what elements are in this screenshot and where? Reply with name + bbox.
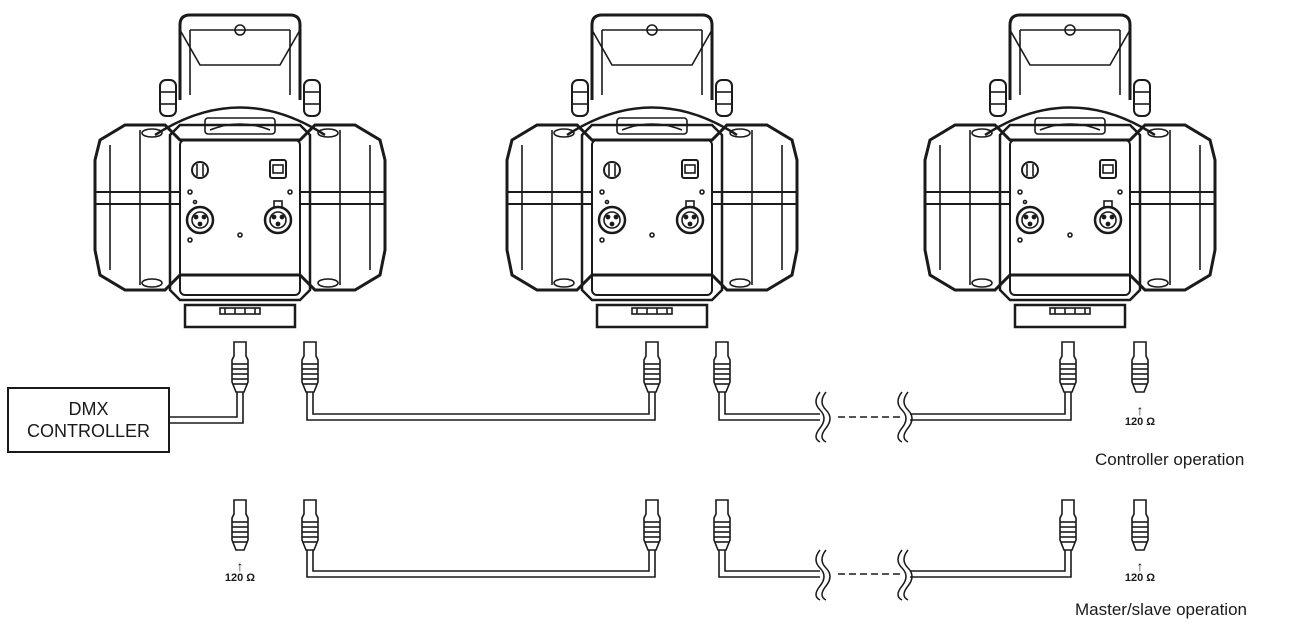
terminator-label-slave-right: ↑ 120 Ω — [1120, 558, 1160, 584]
dmx-controller-label-line1: DMX — [68, 399, 109, 419]
up-arrow-icon: ↑ — [1136, 402, 1144, 418]
xlr-connector — [231, 341, 249, 393]
xlr-connector — [1131, 499, 1149, 551]
xlr-connector — [643, 341, 661, 393]
terminator-value: 120 Ω — [224, 572, 256, 584]
cable-break — [815, 549, 831, 601]
xlr-connector — [1059, 341, 1077, 393]
terminator-value: 120 Ω — [1124, 572, 1156, 584]
dmx-cables-master-slave — [306, 550, 1072, 578]
up-arrow-icon: ↑ — [236, 558, 244, 574]
caption-controller-operation: Controller operation — [1095, 450, 1245, 469]
terminator-value: 120 Ω — [1124, 416, 1156, 428]
cable-break — [815, 391, 831, 443]
xlr-connector — [231, 499, 249, 551]
dmx-controller-label-line2: CONTROLLER — [26, 421, 151, 441]
terminator-label-controller: ↑ 120 Ω — [1120, 402, 1160, 428]
up-arrow-icon: ↑ — [1136, 558, 1144, 574]
fixture-3 — [923, 13, 1217, 329]
caption-master-slave-operation: Master/slave operation — [1075, 600, 1247, 619]
xlr-connector — [301, 341, 319, 393]
xlr-connector — [643, 499, 661, 551]
xlr-connector — [713, 499, 731, 551]
xlr-connector — [713, 341, 731, 393]
cable-break — [897, 549, 913, 601]
xlr-connector — [1059, 499, 1077, 551]
terminator-label-slave-left: ↑ 120 Ω — [220, 558, 260, 584]
fixture-2 — [505, 13, 799, 329]
xlr-connector — [1131, 341, 1149, 393]
cable-break — [897, 391, 913, 443]
xlr-connector — [301, 499, 319, 551]
dmx-cables-controller — [170, 392, 1072, 424]
dmx-controller-box: DMX CONTROLLER — [7, 387, 170, 453]
fixture-1 — [93, 13, 387, 329]
